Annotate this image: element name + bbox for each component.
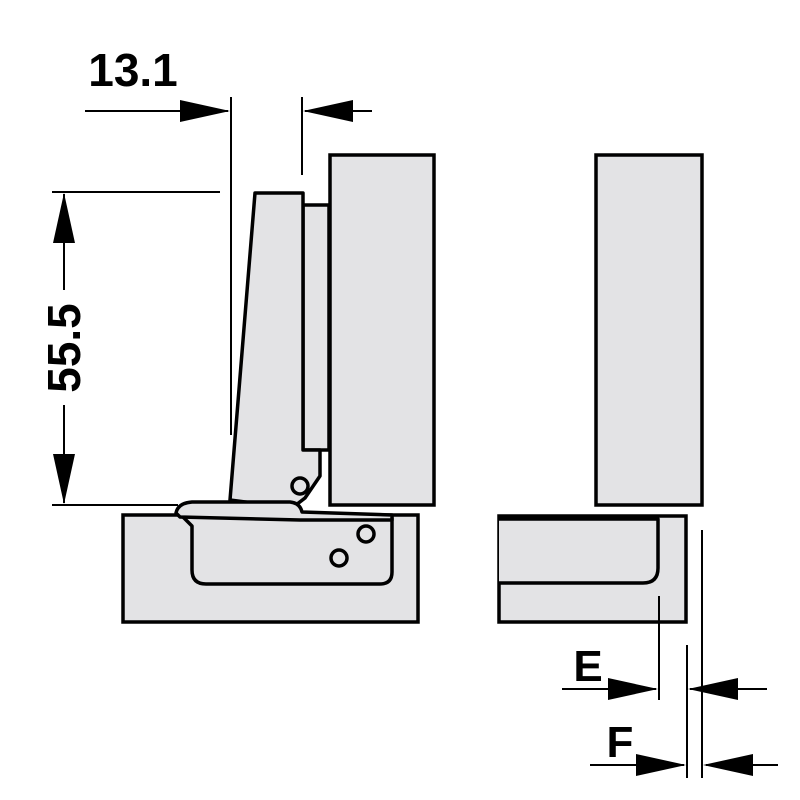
f-arrow-right xyxy=(703,754,753,776)
e-arrow-right xyxy=(688,678,738,700)
right-view: E F xyxy=(497,153,778,778)
left-cabinet-side-panel xyxy=(328,153,436,507)
offset-arrow-left xyxy=(180,100,230,122)
f-dimension-label: F xyxy=(607,718,634,767)
hinge-base xyxy=(174,500,394,522)
height-arrow-bottom xyxy=(53,454,75,504)
cup-rivet-upper xyxy=(356,524,376,544)
f-arrow-left xyxy=(636,754,686,776)
offset-dimension-label: 13.1 xyxy=(88,44,178,96)
right-cabinet-side-panel xyxy=(594,153,704,507)
height-arrow-top xyxy=(53,193,75,243)
cup-rivet-lower xyxy=(329,548,349,568)
mounting-plate xyxy=(301,203,331,452)
left-view: 13.1 55.5 xyxy=(38,44,436,624)
offset-arrow-right xyxy=(303,100,353,122)
arm-rivet xyxy=(290,476,310,496)
right-door-recess xyxy=(499,517,660,585)
e-dimension-label: E xyxy=(573,642,602,691)
e-arrow-left xyxy=(608,678,658,700)
height-dimension-label: 55.5 xyxy=(38,303,90,393)
